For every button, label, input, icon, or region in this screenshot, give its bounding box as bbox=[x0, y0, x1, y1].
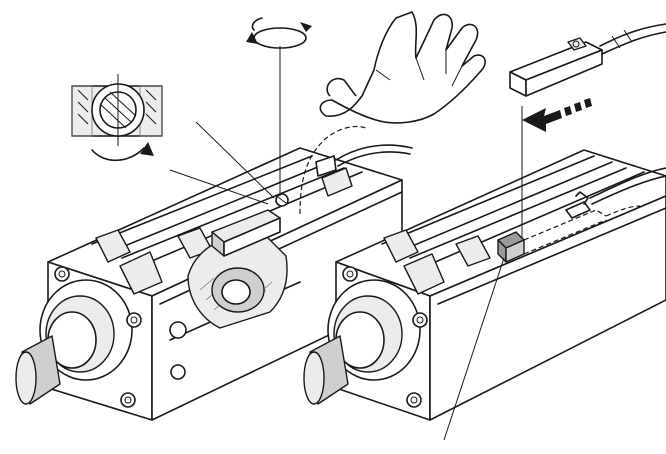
left-cylinder bbox=[15, 46, 413, 421]
proximity-sensor bbox=[509, 23, 666, 97]
hand-icon bbox=[319, 11, 486, 124]
rotation-symbol-icon bbox=[246, 17, 312, 49]
sensor-crosssection-detail bbox=[71, 74, 163, 161]
insert-direction-arrow-icon bbox=[522, 98, 592, 132]
right-cylinder bbox=[303, 106, 666, 441]
rotate-arrow-icon bbox=[91, 147, 145, 161]
